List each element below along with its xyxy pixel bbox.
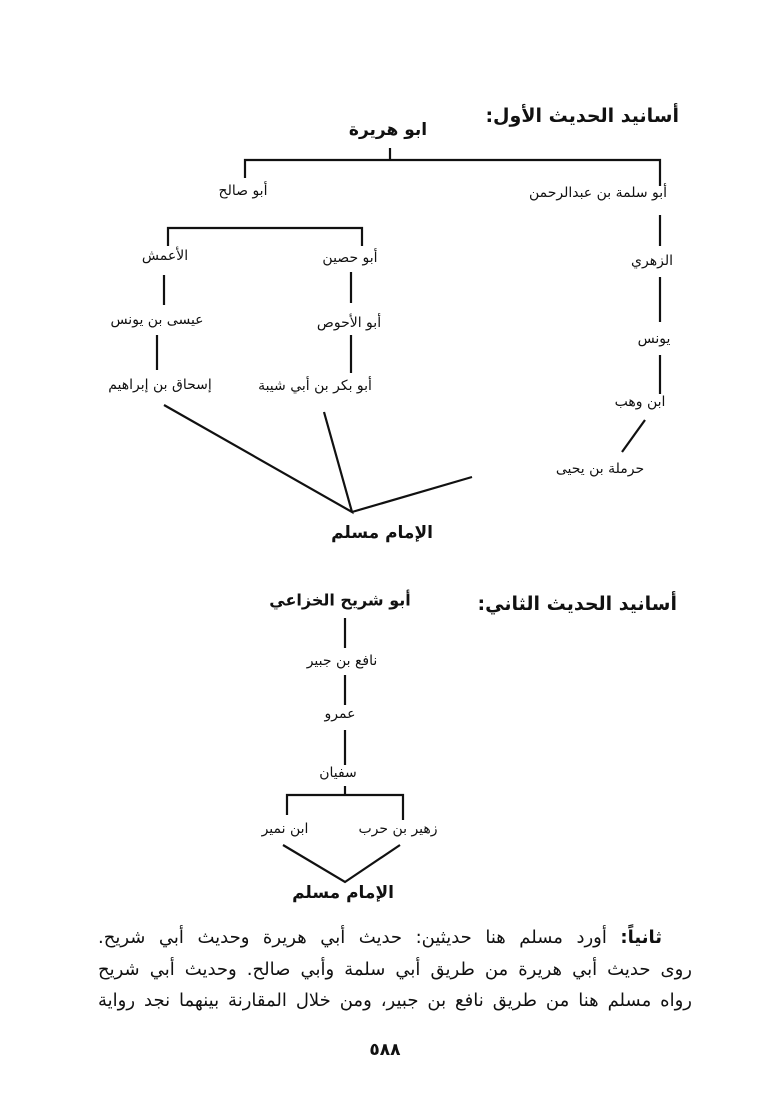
paragraph-line: روى حديث أبي هريرة من طريق أبي سلمة وأبي… [98, 958, 692, 980]
paragraph-text: أورد مسلم هنا حديثين: حديث أبي هريرة وحد… [98, 927, 607, 948]
page-number: ٥٨٨ [369, 1040, 401, 1060]
node: أبو حصين [322, 250, 378, 266]
node: الزهري [631, 253, 673, 269]
node-root: ابو هريرة [348, 120, 428, 140]
paragraph-line: ثانياً: أورد مسلم هنا حديثين: حديث أبي ه… [98, 922, 692, 954]
node-sink: الإمام مسلم [292, 883, 394, 903]
node: إسحاق بن إبراهيم [108, 377, 212, 393]
node: أبو سلمة بن عبدالرحمن [528, 185, 668, 201]
heading-second-hadith: أسانيد الحديث الثاني: [477, 593, 677, 615]
node: ابن وهب [614, 394, 666, 410]
node: يونس [637, 331, 671, 347]
node-sink: الإمام مسلم [331, 523, 433, 543]
node: عيسى بن يونس [110, 312, 204, 328]
node-root: أبو شريح الخزاعي [269, 590, 411, 610]
tree-connector [163, 404, 354, 515]
tree-connector [351, 475, 473, 514]
node: أبو الأحوص [316, 315, 382, 331]
paragraph-lead: ثانياً: [620, 927, 662, 948]
node: عمرو [324, 706, 356, 722]
node: أبو بكر بن أبي شيبة [258, 378, 372, 394]
tree-connector [282, 844, 401, 884]
node: حرملة بن يحيى [555, 461, 645, 477]
node: أبو صالح [218, 183, 268, 199]
node: زهير بن حرب [358, 821, 438, 837]
tree-connector [243, 158, 662, 186]
node: سفيان [319, 765, 357, 781]
heading-first-hadith: أسانيد الحديث الأول: [485, 105, 679, 127]
node: الأعمش [141, 248, 189, 264]
node: ابن نمير [261, 821, 309, 837]
tree-connector [166, 226, 364, 246]
paragraph-line: رواه مسلم هنا من طريق نافع بن جبير، ومن … [98, 990, 692, 1011]
tree-connector [621, 419, 646, 453]
body-paragraph: ثانياً: أورد مسلم هنا حديثين: حديث أبي ه… [98, 922, 692, 1017]
tree-connector [285, 793, 405, 820]
node: نافع بن جبير [306, 653, 378, 669]
